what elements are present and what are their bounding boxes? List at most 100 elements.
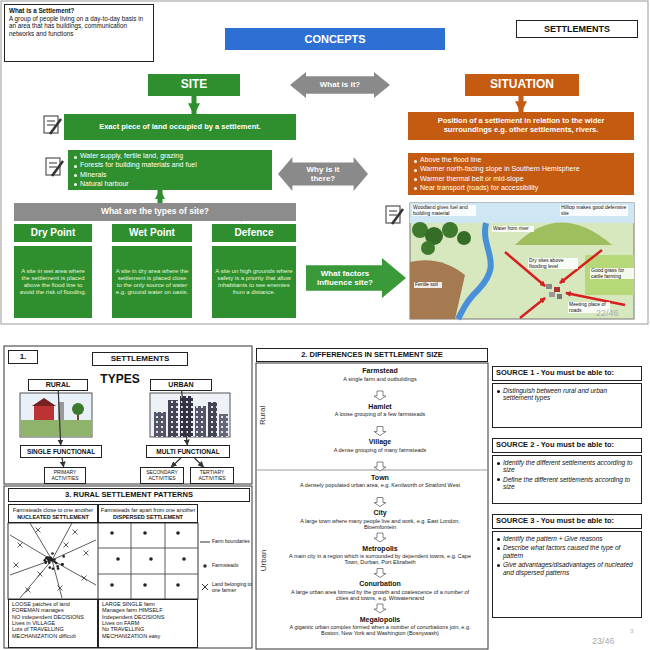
farmstead-dot	[51, 552, 54, 555]
drawing-rect	[180, 396, 193, 437]
drawing-line	[200, 542, 210, 543]
text-label: Hilltop makes good defensive site	[560, 205, 628, 216]
node-text: 3. RURAL SETTLEMENT PATTERNS	[9, 491, 249, 500]
node-text: Lives in VILLAGE	[12, 620, 94, 626]
site-type-body: A site on high grounds where safety is a…	[212, 246, 296, 318]
text-label: Good grass for cattle farming	[590, 268, 634, 279]
node-text: SITUATION	[465, 78, 579, 92]
text-label: A densely populated urban area, e.g. Ken…	[285, 482, 475, 488]
header-text: SOURCE 1 - You must be able to:	[496, 369, 638, 378]
bullet-dot	[414, 178, 417, 181]
drawing-path	[458, 223, 491, 319]
label-box: TERTIARY ACTIVITIES	[190, 467, 234, 484]
farmstead-dot	[44, 561, 47, 564]
text-label: A loose grouping of a few farmsteads	[285, 411, 475, 417]
bullet-text: Water supply, fertile land, grazing	[80, 152, 183, 160]
header-text: Wet Point	[129, 227, 175, 239]
bullet-dot	[74, 165, 77, 168]
bullet-dot	[414, 160, 417, 163]
node-text: A group of people living on a day-to-day…	[9, 15, 149, 37]
node-text: Lives on FARM	[102, 620, 194, 626]
node-text: What is a Settlement?	[9, 7, 149, 14]
text-label: Water from river	[492, 226, 534, 232]
drawing-circle	[457, 231, 471, 245]
drawing-g	[10, 523, 198, 599]
drawing-circle	[72, 403, 84, 415]
node-text: SETTLEMENTS	[93, 354, 187, 363]
legend-item: Land belonging to one farmer	[212, 582, 252, 593]
text-label: Dry sites above flooding level	[528, 258, 578, 269]
drawing-path	[10, 523, 96, 598]
node-text: Independent DECISIONS	[102, 614, 194, 620]
land-cross	[73, 530, 78, 535]
feature-list: LARGE SINGLE farmManages farm HIMSELFInd…	[98, 599, 198, 648]
legend-text: Farmsteads	[212, 562, 238, 568]
bullet-dot	[497, 478, 500, 481]
bullet-row: Define the different settlements accordi…	[497, 476, 637, 491]
bullet-text: Forests for building materials and fuel	[80, 161, 197, 169]
node-text: Manages farm HIMSELF	[102, 607, 194, 613]
source-body: Identify the different settlements accor…	[492, 455, 642, 504]
text-label: Conurbation	[285, 580, 475, 588]
legend-text: Land belonging to one farmer	[212, 581, 252, 593]
bullet-row: Natural harbour	[74, 180, 266, 188]
farmstead-dot	[62, 555, 65, 558]
bullet-row: Distinguish between rural and urban sett…	[497, 387, 637, 402]
text-label: A main city in a region which is surroun…	[285, 553, 475, 565]
farmstead-dot	[52, 568, 55, 571]
bullet-text: Minerals	[80, 171, 106, 179]
node-text: Farmsteads close to one another	[9, 507, 97, 513]
connector	[519, 96, 524, 112]
bullet-row: Minerals	[74, 171, 266, 179]
site-type-box: Wet Point A site in dry area where the se…	[112, 224, 192, 318]
node-text: DISPERSED SETTLEMENT	[99, 514, 197, 520]
drawing-line	[392, 209, 403, 224]
connector	[158, 190, 163, 203]
header-text: SOURCE 2 - You must be able to:	[496, 441, 638, 450]
label-box: 2. DIFFERENCES IN SETTLEMENT SIZE	[256, 348, 488, 362]
bullet-text: Identify the different settlements accor…	[503, 459, 637, 474]
drawing-rect	[549, 292, 555, 297]
drawing-line	[98, 523, 99, 599]
bullet-row: Above the flood line	[414, 156, 628, 164]
size-arrow	[374, 462, 386, 471]
farmstead-dot	[45, 561, 48, 564]
label-box: Exact piece of land occupied by a settle…	[64, 114, 296, 140]
pattern-header: Farmsteads close to one anotherNUCLEATED…	[8, 504, 98, 523]
text-label: A dense grouping of many farmsteads	[285, 447, 475, 453]
bullet-row: Near transport (roads) for accessibility	[414, 184, 628, 192]
drawing-g	[20, 393, 92, 437]
double-arrow: What is it?	[290, 72, 390, 98]
farmstead-dot	[149, 557, 153, 561]
label-box: SITE	[148, 74, 240, 96]
drawing-rect	[154, 412, 166, 437]
drawing-path	[410, 260, 465, 319]
bullet-dot	[497, 390, 500, 393]
drawing-line	[52, 161, 63, 176]
drawing-path	[520, 298, 545, 318]
farmstead-dot	[110, 583, 114, 587]
text-label: 3	[630, 628, 642, 635]
drawing-path	[202, 584, 208, 590]
connector	[192, 96, 197, 114]
land-cross	[36, 528, 41, 533]
bullet-list-box: Water supply, fertile land, grazingFores…	[68, 150, 272, 190]
drawing-g	[46, 158, 63, 176]
drawing-rect	[554, 287, 560, 292]
label-box: Position of a settlement in relation to …	[408, 112, 634, 140]
bullet-dot	[497, 462, 500, 465]
drawing-rect	[4, 346, 252, 484]
farmstead-dot	[48, 559, 51, 562]
bullet-dot	[497, 538, 500, 541]
text-label: A gigantic urban complex formed when a n…	[285, 624, 475, 636]
source-box: SOURCE 1 - You must be able to: Distingui…	[492, 366, 642, 428]
farmstead-dot	[110, 531, 114, 535]
land-cross	[18, 543, 23, 548]
farmstead-dot	[176, 531, 180, 535]
label-box: SITUATION	[465, 74, 579, 96]
bullet-text: Above the flood line	[420, 156, 482, 164]
bullet-text: Describe what factors caused the type of…	[503, 544, 637, 559]
body-text: A site in dry area where the settlement …	[115, 268, 189, 296]
bullet-dot	[414, 169, 417, 172]
connector	[182, 391, 188, 445]
